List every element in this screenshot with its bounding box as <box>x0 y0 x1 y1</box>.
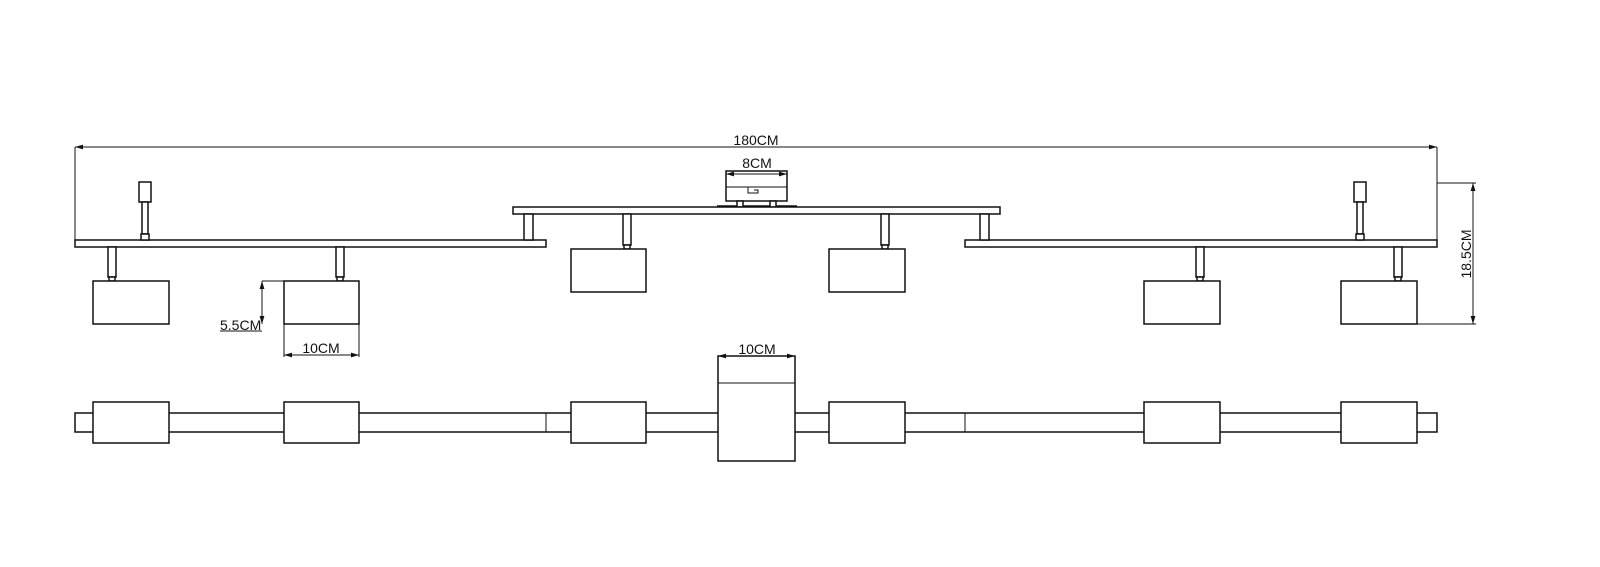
spot-head-4 <box>828 213 906 293</box>
dimension-head-width: 10CM <box>283 324 360 358</box>
bottom-canopy: 10CM <box>717 341 796 462</box>
bottom-head-3 <box>570 401 647 444</box>
bottom-view: 10CM <box>74 341 1438 462</box>
total-height-label: 18.5CM <box>1458 229 1474 278</box>
connector-left <box>523 213 534 241</box>
dimension-total-length: 180CM <box>74 132 1438 240</box>
center-bar <box>512 206 1001 215</box>
canopy-width-label: 8CM <box>742 155 772 171</box>
bottom-head-5 <box>1143 401 1221 444</box>
spot-head-5 <box>1143 246 1221 325</box>
dimension-total-height: 18.5CM <box>1380 182 1476 325</box>
post-left <box>138 181 152 241</box>
front-view: 180CM 8CM <box>74 132 1476 358</box>
bottom-head-2 <box>283 401 360 444</box>
spot-head-1 <box>92 246 170 325</box>
canopy: 8CM <box>717 155 797 208</box>
connector-right <box>979 213 990 241</box>
total-length-label: 180CM <box>733 132 778 148</box>
left-bar <box>74 239 547 248</box>
bottom-head-1 <box>92 401 170 444</box>
post-right <box>1353 181 1367 241</box>
bottom-head-4 <box>828 401 906 444</box>
canopy-bottom-width-label: 10CM <box>738 341 775 357</box>
spot-head-3 <box>570 213 647 293</box>
head-height-label: 5.5CM <box>220 317 261 333</box>
dimension-head-height: 5.5CM <box>220 280 284 333</box>
right-bar <box>964 239 1438 248</box>
bottom-head-6 <box>1340 401 1418 444</box>
spot-head-6 <box>1340 246 1418 325</box>
head-width-label: 10CM <box>302 340 339 356</box>
spot-head-2 <box>283 246 360 325</box>
